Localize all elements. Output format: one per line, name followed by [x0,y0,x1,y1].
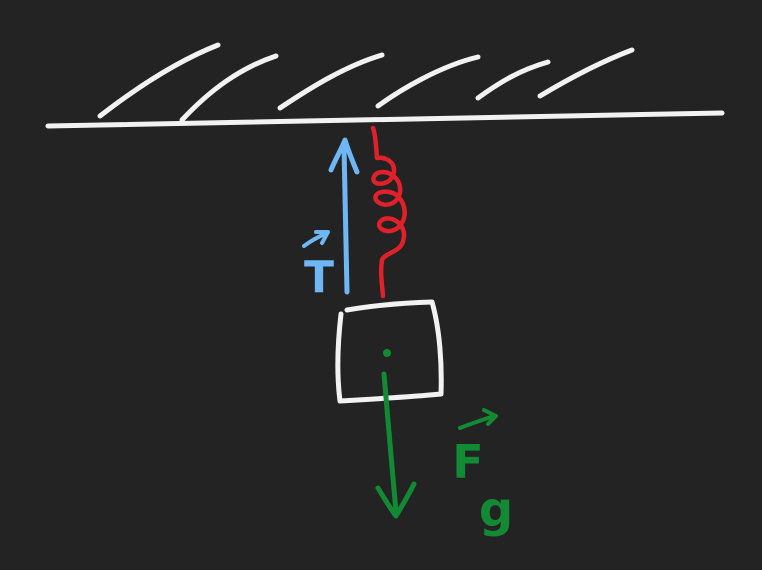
gravity-label: F g [452,408,513,538]
vector-arrow-icon [302,230,330,248]
gravity-arrow-head [375,481,417,519]
spring [370,125,407,299]
ceiling-line [45,110,725,129]
tension-label: T [302,230,334,303]
block [335,299,444,404]
gravity-label-letter: F [452,435,483,489]
gravity-arrow-shaft [381,371,399,515]
tension-arrow-shaft [341,143,350,295]
gravity-arrow [375,371,417,519]
vector-arrow-icon [458,408,498,430]
ceiling [45,42,725,129]
ceiling-hatching [97,42,635,123]
hatch-mark [97,42,221,119]
hatch-mark [537,47,635,99]
hatch-mark [179,53,279,123]
tension-arrow-head [328,137,360,175]
hatch-mark [277,52,385,111]
tension-label-letter: T [304,252,334,303]
gravity-label-subscript: g [479,482,513,538]
hatch-mark [375,54,481,109]
center-of-mass [383,349,391,357]
tension-arrow [328,137,360,295]
hatch-mark [475,59,551,101]
